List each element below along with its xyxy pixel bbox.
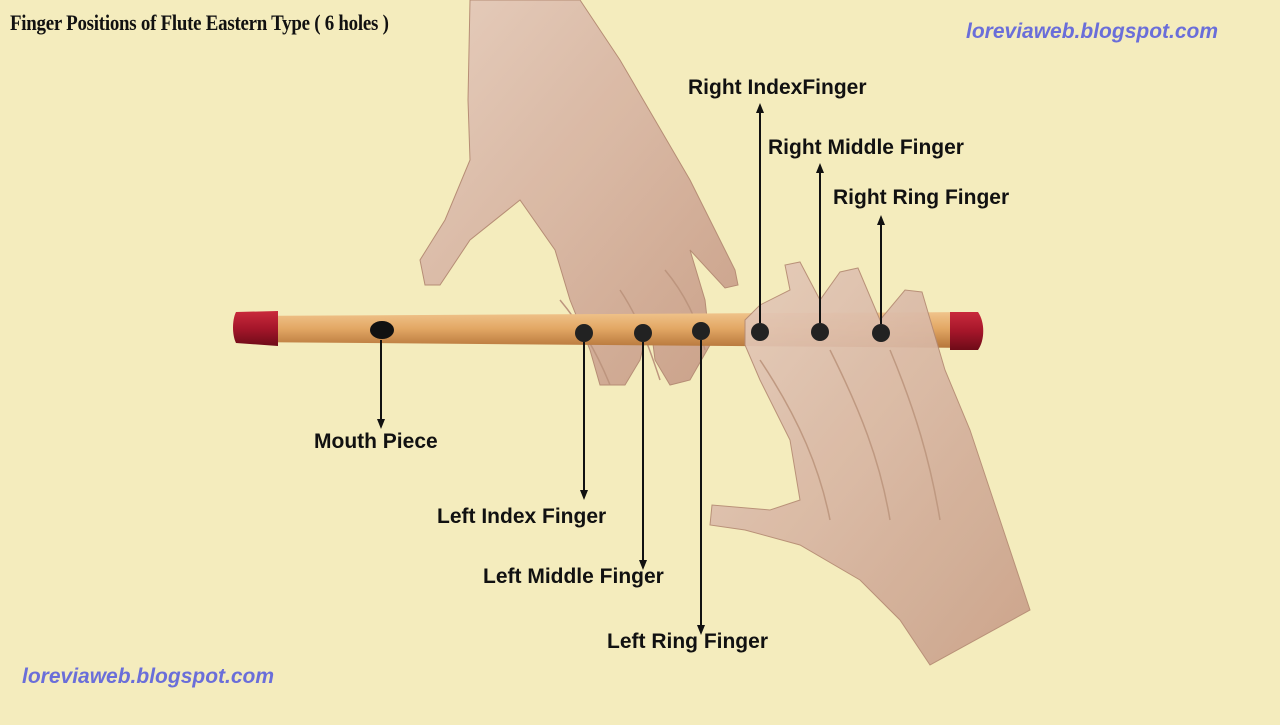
label-left-index-finger: Left Index Finger bbox=[437, 505, 607, 528]
label-left-ring-finger: Left Ring Finger bbox=[607, 630, 768, 653]
label-right-ring-finger: Right Ring Finger bbox=[833, 186, 1010, 209]
label-right-middle-finger: Right Middle Finger bbox=[768, 136, 964, 159]
diagram-title: Finger Positions of Flute Eastern Type (… bbox=[10, 10, 389, 35]
pointer-arrows bbox=[377, 103, 885, 635]
watermark-bottom: loreviaweb.blogspot.com bbox=[22, 665, 275, 688]
label-mouth-piece: Mouth Piece bbox=[314, 430, 438, 453]
label-left-middle-finger: Left Middle Finger bbox=[483, 565, 664, 588]
lower-hand bbox=[709, 261, 1031, 666]
watermark-top: loreviaweb.blogspot.com bbox=[966, 20, 1219, 43]
finger-hole-markers bbox=[575, 322, 890, 342]
label-right-index-finger: Right IndexFinger bbox=[688, 76, 867, 99]
